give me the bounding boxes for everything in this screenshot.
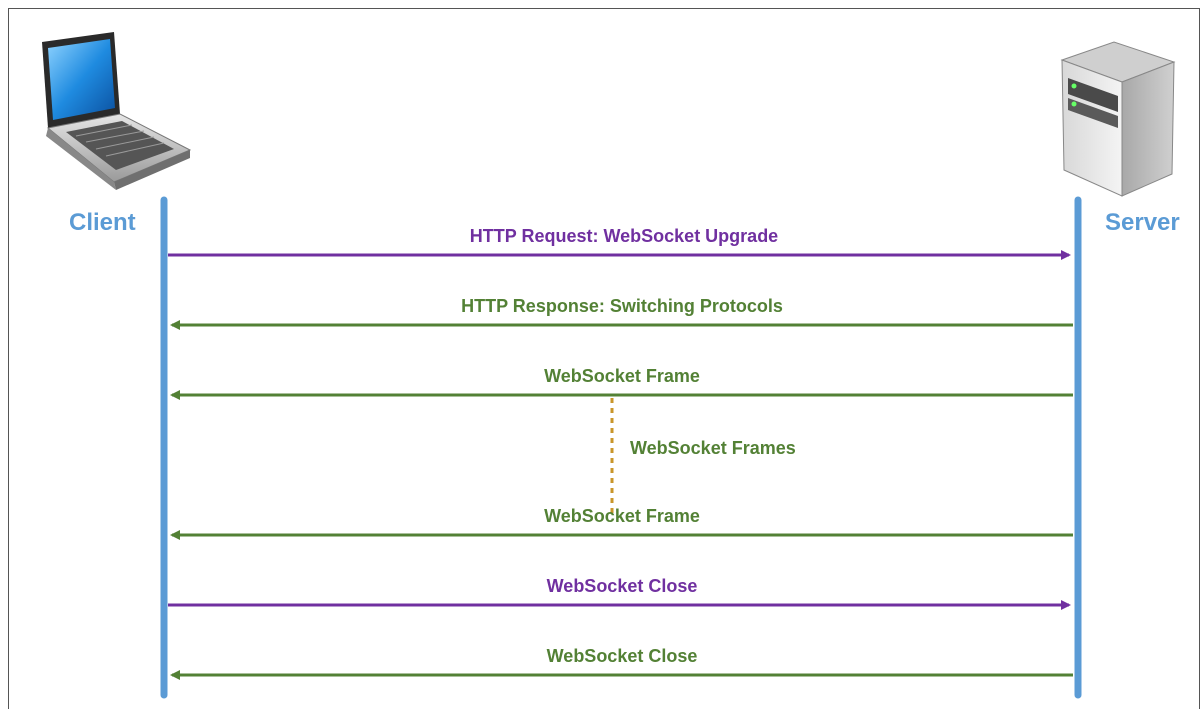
- diagram-frame: [8, 8, 1200, 709]
- laptop-icon: [36, 32, 194, 192]
- message-label-5: WebSocket Close: [546, 576, 698, 596]
- websocket-frames-label: WebSocket Frames: [630, 438, 796, 458]
- message-label-4: WebSocket Frame: [544, 506, 700, 526]
- message-label-2: HTTP Response: Switching Protocols: [461, 296, 783, 316]
- message-label-3: WebSocket Frame: [544, 366, 700, 386]
- message-label-6: WebSocket Close: [546, 646, 698, 666]
- client-label: Client: [69, 209, 136, 236]
- server-icon: [1058, 38, 1176, 198]
- server-label: Server: [1105, 209, 1180, 236]
- message-label-1: HTTP Request: WebSocket Upgrade: [469, 226, 779, 246]
